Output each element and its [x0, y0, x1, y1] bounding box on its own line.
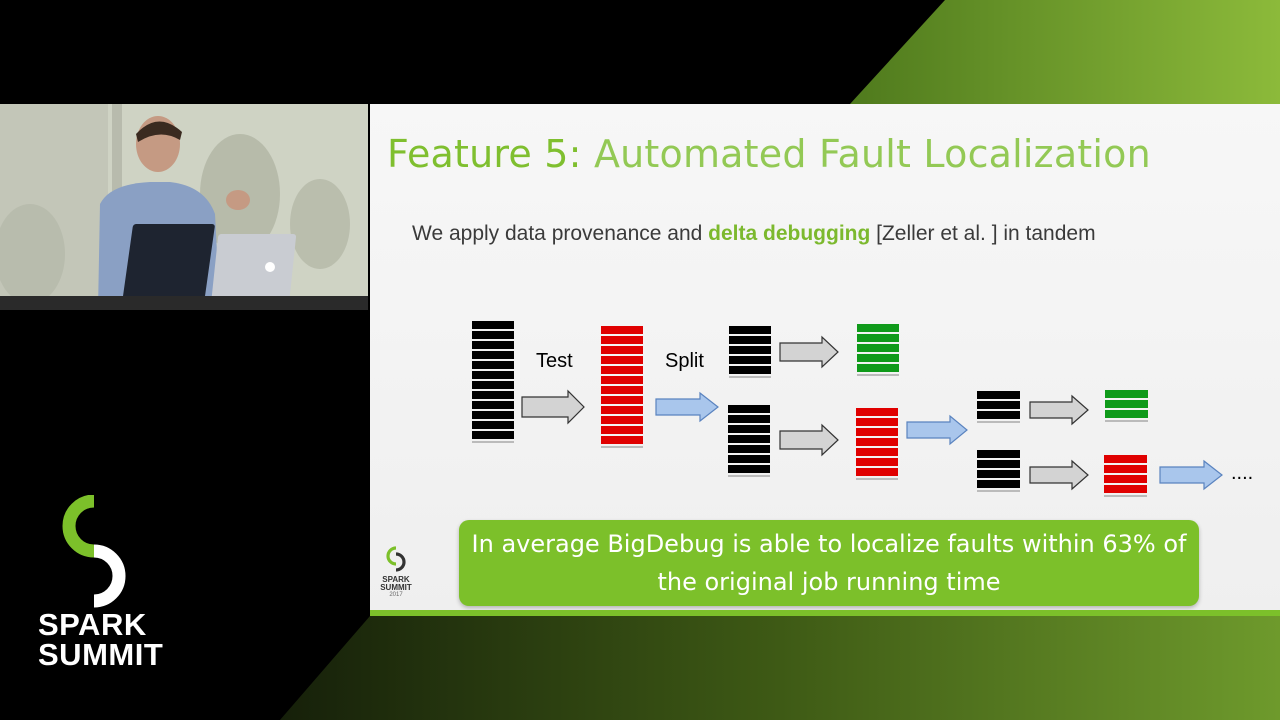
spark-summit-brand: SPARK SUMMIT [20, 495, 180, 670]
slide-logo-year: 2017 [389, 592, 403, 598]
test-arrow-icon [521, 389, 585, 425]
test-arrow-icon [779, 335, 839, 369]
test-label: Test [536, 350, 573, 372]
subtitle-pre: We apply data provenance and [412, 222, 709, 245]
callout-line-2: the original job running time [657, 568, 1001, 596]
slide-logo-line2: SUMMIT [380, 583, 412, 592]
ellipsis-label: .... [1231, 462, 1253, 484]
split-arrow-icon [906, 414, 968, 446]
slide-spark-logo: SPARK SUMMIT 2017 [378, 546, 414, 598]
split-arrow-icon [1159, 459, 1223, 491]
speaker-video [0, 104, 368, 310]
input-dataset-stack [472, 321, 514, 443]
speaker-illustration [0, 104, 368, 310]
slide-title-prefix: Feature 5: [387, 132, 582, 176]
passing-dataset-stack [857, 324, 899, 376]
delta-debugging-diagram: Test Split [472, 321, 1253, 497]
split-label: Split [665, 350, 704, 372]
presentation-slide: Feature 5: Automated Fault Localization … [370, 104, 1280, 616]
callout-line-1: In average BigDebug is able to localize … [471, 530, 1187, 558]
failing-dataset-stack [856, 408, 898, 480]
result-callout: In average BigDebug is able to localize … [459, 520, 1199, 606]
passing-dataset-stack [1105, 390, 1148, 422]
failing-dataset-stack [601, 326, 643, 448]
test-arrow-icon [1029, 459, 1089, 491]
failing-dataset-stack [1104, 455, 1147, 497]
subtitle-post: [Zeller et al. ] in tandem [870, 222, 1096, 245]
slide-title-text: Automated Fault Localization [593, 132, 1151, 176]
slide-title: Feature 5: Automated Fault Localization [387, 132, 1151, 176]
callout-text: In average BigDebug is able to localize … [469, 525, 1189, 601]
split-bottom-stack [728, 405, 770, 477]
level3-top-stack [977, 391, 1020, 423]
slide-bottom-bar [370, 610, 1280, 616]
split-arrow-icon [655, 391, 719, 423]
subtitle-highlight: delta debugging [708, 222, 871, 245]
slide-subtitle: We apply data provenance and delta debug… [412, 222, 1096, 246]
test-arrow-icon [1029, 394, 1089, 426]
test-arrow-icon [779, 423, 839, 457]
split-top-stack [729, 326, 771, 378]
brand-line-2: SUMMIT [38, 637, 164, 672]
brand-line-1: SPARK [38, 607, 147, 642]
slide-logo-line1: SPARK [382, 575, 410, 584]
spark-summit-logo-icon [62, 495, 126, 608]
spark-logo-icon [386, 546, 406, 572]
level3-bottom-stack [977, 450, 1020, 492]
